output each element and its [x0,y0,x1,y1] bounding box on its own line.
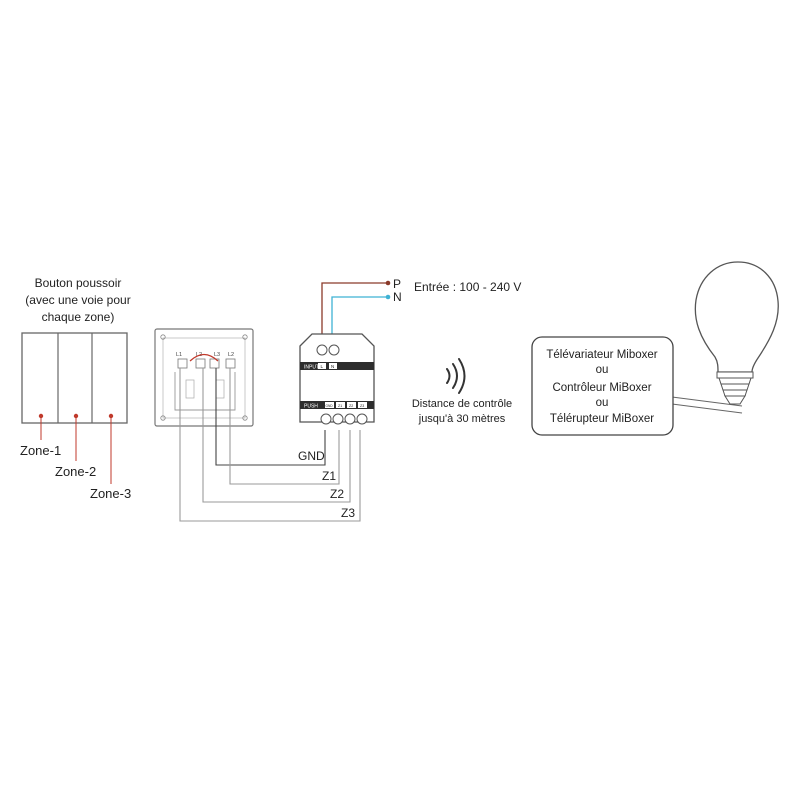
input-terminal-l: L [321,364,324,369]
zone-1-dot [38,413,44,419]
bulb-base-tip [724,395,746,405]
bulb-cable [671,403,743,414]
terminal-label: L2 [228,352,234,358]
switch-terminal [195,358,206,369]
wire-gnd-label: GND [298,449,325,463]
remote-box-or2: ou [596,397,609,409]
control-distance-line1: Distance de contrôle [412,398,512,410]
remote-box-line1: Télévariateur Miboxer [546,349,657,361]
remote-box: Télévariateur Miboxer ou Contrôleur MiBo… [531,336,674,436]
push-terminal-z2: Z2 [349,404,353,408]
wire-p [321,282,388,342]
light-bulb-icon [671,261,779,414]
wire-z3 [179,368,361,522]
bulb-base-ring [718,377,752,385]
wire-gnd [215,368,326,466]
push-label: PUSH [304,404,318,410]
input-screw-icon [328,344,340,356]
zone-2-label: Zone-2 [55,464,96,479]
remote-box-line3: Télérupteur MiBoxer [550,413,654,425]
wire-z2 [202,368,351,503]
switch-terminal [209,358,220,369]
wire-z1-label: Z1 [322,469,336,483]
screw-icon [160,334,166,340]
push-button-title-line2: (avec une voie pour [25,293,130,307]
p-label: P [393,277,401,291]
bulb-base-ring [716,371,754,379]
wire-z1 [229,368,340,485]
input-terminal-box [318,363,326,369]
switch-mechanism [174,372,236,411]
switch-terminal [225,358,236,369]
controller-body [299,333,375,423]
power-input-text: Entrée : 100 - 240 V [414,280,521,294]
p-terminal-dot [385,280,391,286]
push-button-group: Bouton poussoir (avec une voie pour chaq… [20,276,131,501]
zone-3-dot [108,413,114,419]
n-label: N [393,290,402,304]
input-terminal-box [329,363,337,369]
push-terminal-z1: Z1 [338,404,342,408]
terminal-label: L3 [214,352,220,358]
switch-mechanism-slot [185,379,195,399]
switch-terminal [177,358,188,369]
bulb-glass [694,261,779,373]
push-button-title-line1: Bouton poussoir [35,276,122,290]
zone-1-label: Zone-1 [20,443,61,458]
push-terminal-box [325,402,334,408]
power-wires [321,280,391,342]
push-terminal-box [347,402,356,408]
control-distance-line2: jusqu'à 30 mètres [418,413,506,425]
signal-wave [446,368,451,384]
wire-n [331,296,388,342]
push-screw-icon [332,413,344,425]
screw-icon [242,334,248,340]
remote-box-frame [531,336,674,436]
signal-wave [452,363,458,389]
n-terminal-dot [385,294,391,300]
push-screw-icon [344,413,356,425]
red-bridge-wire [189,353,219,362]
wall-switch-plate [154,328,254,427]
bulb-base-ring [722,389,748,397]
push-terminal-box [336,402,345,408]
wall-switch-inner-frame [162,337,246,419]
push-terminal-z3: Z3 [360,404,364,408]
input-screw-icon [316,344,328,356]
input-terminal-n: N [331,364,334,369]
screw-icon [242,415,248,421]
push-terminal-gnd: GND [326,404,334,408]
controller-module: INPUT L N PUSH GND Z1 Z2 Z3 [299,333,375,425]
wireless-signal-icon [446,358,466,394]
terminal-label: L1 [176,352,182,358]
wall-switch-group: L1 L2 L3 L2 [154,328,254,427]
remote-box-or1: ou [596,364,609,376]
push-terminal-box [358,402,367,408]
signal-wave [458,358,466,394]
push-button-title-line3: chaque zone) [42,310,115,324]
screw-icon [160,415,166,421]
input-label: INPUT [304,365,319,371]
wire-z2-label: Z2 [330,487,344,501]
control-wires [179,368,361,522]
push-button-body [21,332,128,424]
push-screw-icon [320,413,332,425]
zone-2-dot [73,413,79,419]
zone-3-label: Zone-3 [90,486,131,501]
remote-box-line2: Contrôleur MiBoxer [552,382,651,394]
push-screw-icon [356,413,368,425]
wire-z3-label: Z3 [341,506,355,520]
bulb-base-ring [720,383,750,391]
